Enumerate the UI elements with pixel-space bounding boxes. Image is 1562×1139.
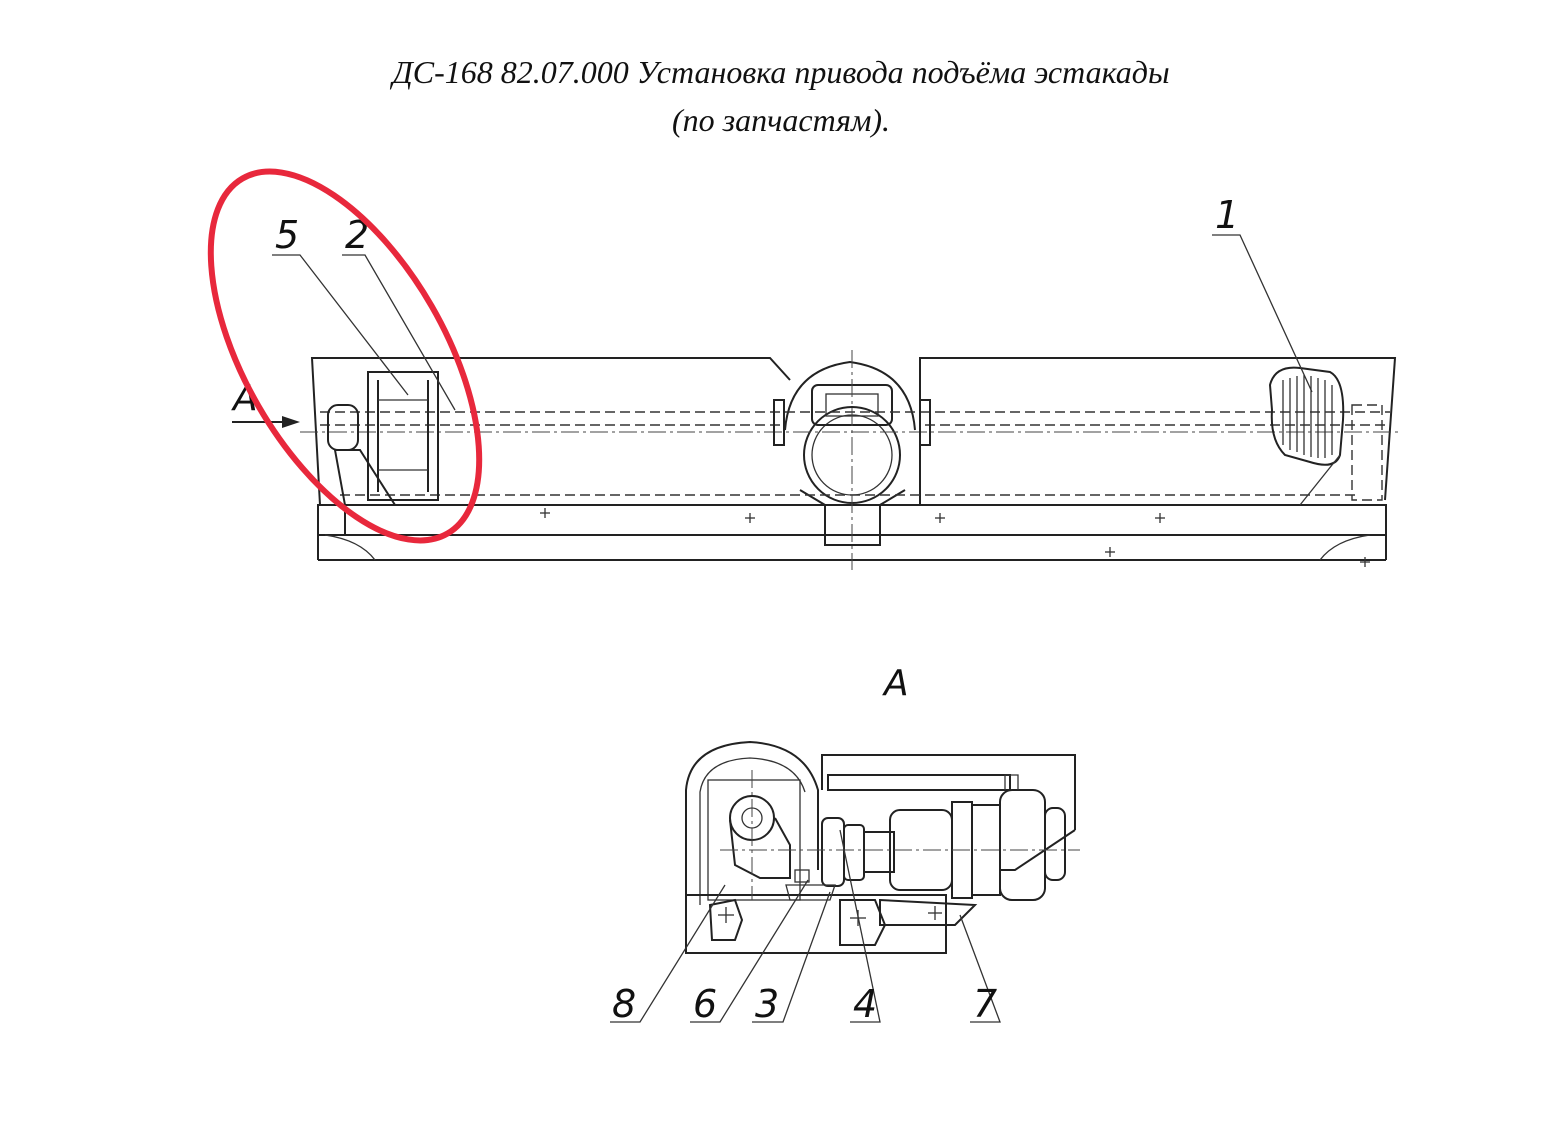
callout-7: 7 [973, 982, 997, 1026]
main-view-drawing [232, 234, 1400, 570]
view-a-drawing [610, 740, 1080, 1023]
diagram-title: ДС-168 82.07.000 Установка привода подъё… [392, 54, 1170, 90]
highlight-ellipse [207, 168, 483, 544]
callout-5: 5 [275, 213, 299, 257]
callout-4: 4 [853, 982, 877, 1026]
callout-8: 8 [612, 982, 636, 1026]
callout-3: 3 [755, 982, 779, 1026]
diagram-subtitle: (по запчастям). [671, 102, 891, 138]
view-a-label: А [882, 663, 909, 704]
callout-1: 1 [1215, 193, 1239, 237]
callout-6: 6 [693, 982, 717, 1026]
